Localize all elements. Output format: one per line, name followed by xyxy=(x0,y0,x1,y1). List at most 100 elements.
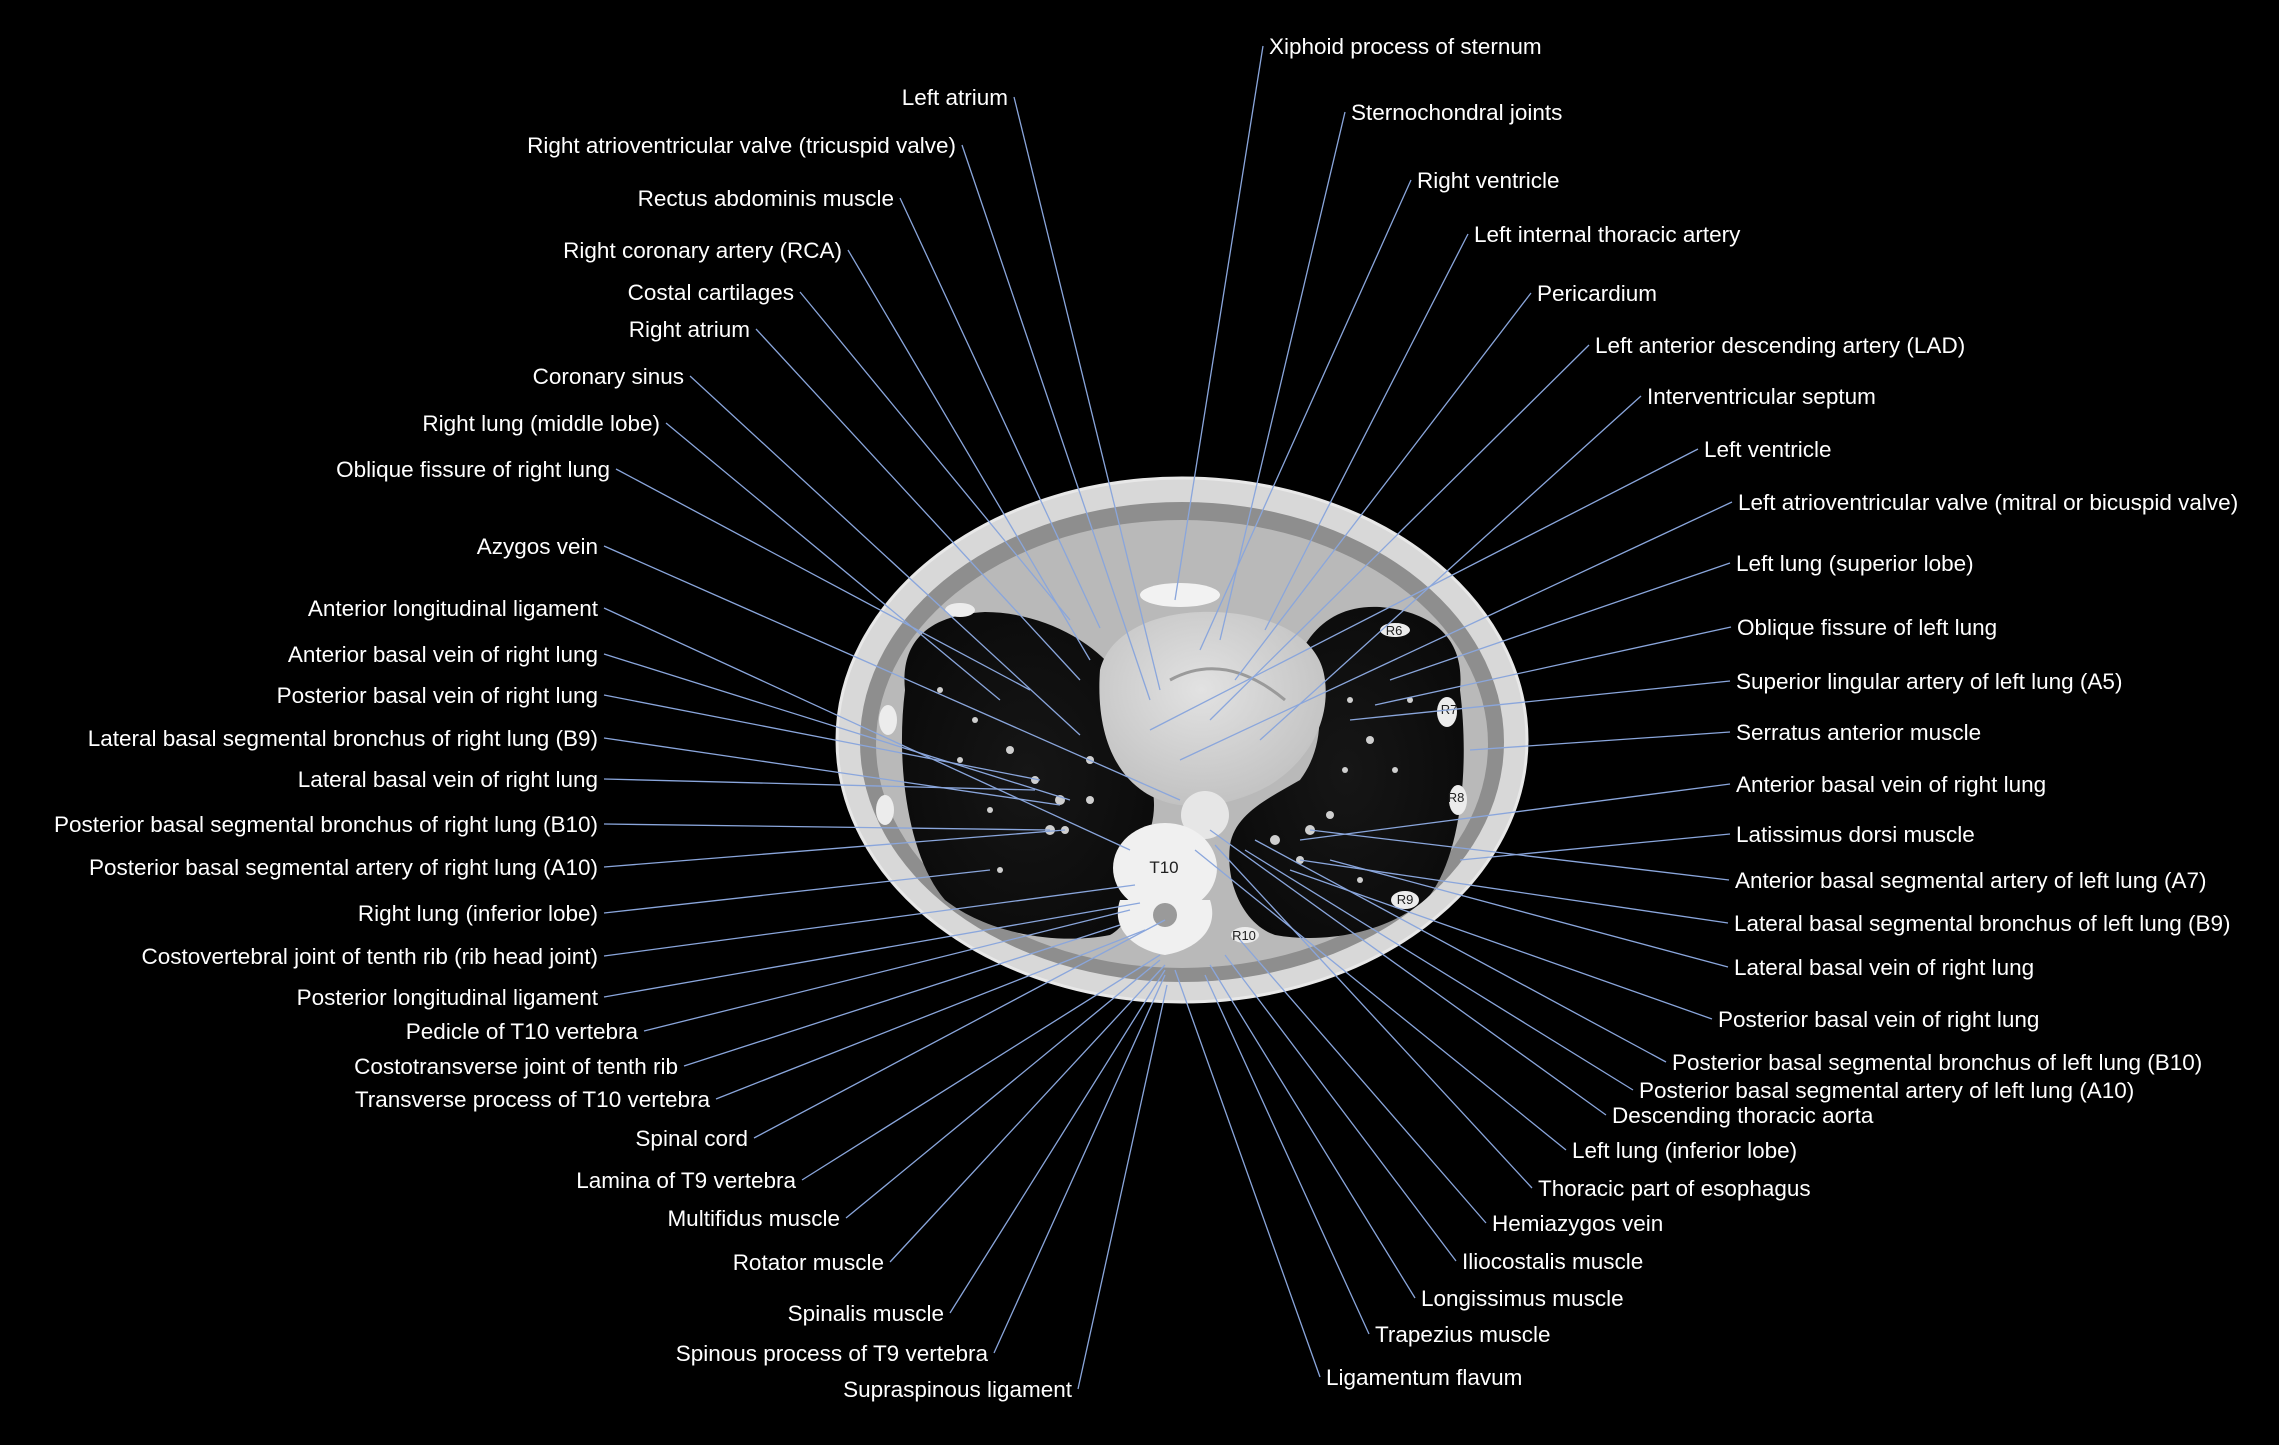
label-posterior-basal-segmental-artery-of-right-lung: Posterior basal segmental artery of righ… xyxy=(89,855,598,880)
leader-line-xiphoid-process-of-sternum xyxy=(1174,45,1264,601)
label-rotator-muscle: Rotator muscle xyxy=(733,1250,884,1275)
label-right-atrium: Right atrium xyxy=(629,317,750,342)
leader-line-anterior-longitudinal-ligament xyxy=(603,607,1131,851)
label-right-coronary-artery: Right coronary artery (RCA) xyxy=(563,238,842,263)
rib-right-a xyxy=(879,705,897,735)
label-azygos-vein: Azygos vein xyxy=(477,534,598,559)
leader-line-spinous-process-of-t9-vertebra xyxy=(993,974,1166,1354)
leader-line-left-lung xyxy=(1194,849,1567,1151)
vertebra-label: T10 xyxy=(1149,858,1178,877)
leader-line-spinal-cord xyxy=(753,919,1166,1139)
leader-line-multifidus-muscle xyxy=(845,959,1161,1219)
label-pedicle-of-t10-vertebra: Pedicle of T10 vertebra xyxy=(406,1019,639,1044)
leader-line-posterior-basal-segmental-artery-of-right-lung xyxy=(603,829,1066,868)
leader-line-left-anterior-descending-artery xyxy=(1209,344,1590,721)
leader-line-superior-lingular-artery-of-left-lung xyxy=(1349,680,1731,721)
lung-vessels xyxy=(937,687,1413,883)
leader-line-oblique-fissure-of-right-lung xyxy=(615,468,1031,691)
leader-line-anterior-basal-vein-of-right-lung xyxy=(603,653,1071,801)
leader-line-trapezius-muscle xyxy=(1204,974,1370,1335)
leader-line-costal-cartilages xyxy=(799,291,1071,621)
leader-line-anterior-basal-vein-of-right-lung xyxy=(1299,783,1731,841)
sternum xyxy=(1140,583,1220,607)
label-posterior-basal-segmental-bronchus-of-right-lung: Posterior basal segmental bronchus of ri… xyxy=(54,812,598,837)
label-thoracic-part-of-esophagus: Thoracic part of esophagus xyxy=(1538,1176,1811,1201)
leader-line-ligamentum-flavum xyxy=(1174,969,1321,1378)
label-trapezius-muscle: Trapezius muscle xyxy=(1375,1322,1550,1347)
label-coronary-sinus: Coronary sinus xyxy=(533,364,684,389)
descending-aorta xyxy=(1181,791,1229,839)
label-oblique-fissure-of-left-lung: Oblique fissure of left lung xyxy=(1737,615,1997,640)
leader-line-azygos-vein xyxy=(603,545,1181,801)
label-left-atrioventricular-valve: Left atrioventricular valve (mitral or b… xyxy=(1738,490,2238,515)
label-interventricular-septum: Interventricular septum xyxy=(1647,384,1876,409)
vertebral-body xyxy=(1113,823,1217,913)
leader-line-oblique-fissure-of-left-lung xyxy=(1374,626,1732,706)
label-left-internal-thoracic-artery: Left internal thoracic artery xyxy=(1474,222,1741,247)
leader-line-posterior-basal-segmental-bronchus-of-left-lung xyxy=(1254,839,1667,1063)
leader-line-longissimus-muscle xyxy=(1209,964,1416,1299)
label-left-anterior-descending-artery: Left anterior descending artery (LAD) xyxy=(1595,333,1965,358)
leader-line-posterior-longitudinal-ligament xyxy=(603,902,1141,998)
leader-line-coronary-sinus xyxy=(689,375,1081,736)
rib-label-r6: R6 xyxy=(1386,623,1403,638)
leader-line-pedicle-of-t10-vertebra xyxy=(643,909,1131,1032)
leader-line-right-coronary-artery xyxy=(847,249,1091,661)
label-sternochondral-joints: Sternochondral joints xyxy=(1351,100,1562,125)
leader-line-right-lung xyxy=(665,422,1001,701)
label-lateral-basal-segmental-bronchus-of-right-lung: Lateral basal segmental bronchus of righ… xyxy=(88,726,598,751)
leader-line-lateral-basal-vein-of-right-lung xyxy=(1329,859,1729,968)
leader-line-posterior-basal-vein-of-right-lung xyxy=(603,694,1041,781)
label-multifidus-muscle: Multifidus muscle xyxy=(667,1206,840,1231)
leader-line-serratus-anterior-muscle xyxy=(1469,731,1731,751)
label-spinal-cord: Spinal cord xyxy=(635,1126,748,1151)
leader-line-descending-thoracic-aorta xyxy=(1209,829,1607,1116)
rib-label-r9: R9 xyxy=(1397,892,1414,907)
label-latissimus-dorsi-muscle: Latissimus dorsi muscle xyxy=(1736,822,1975,847)
right-lung-field xyxy=(901,612,1155,939)
label-serratus-anterior-muscle: Serratus anterior muscle xyxy=(1736,720,1981,745)
label-descending-thoracic-aorta: Descending thoracic aorta xyxy=(1612,1103,1874,1128)
label-left-atrium: Left atrium xyxy=(902,85,1008,110)
rib-label-r10: R10 xyxy=(1232,928,1256,943)
label-xiphoid-process-of-sternum: Xiphoid process of sternum xyxy=(1269,34,1542,59)
leader-line-lateral-basal-vein-of-right-lung xyxy=(603,778,1036,791)
leader-line-transverse-process-of-t10-vertebra xyxy=(715,929,1146,1100)
label-right-ventricle: Right ventricle xyxy=(1417,168,1560,193)
leader-line-lamina-of-t9-vertebra xyxy=(801,954,1161,1181)
leader-line-pericardium xyxy=(1234,292,1532,681)
label-spinous-process-of-t9-vertebra: Spinous process of T9 vertebra xyxy=(676,1341,989,1366)
leader-line-left-ventricle xyxy=(1149,448,1699,731)
rib-right-c xyxy=(945,603,975,617)
rib-left-r10 xyxy=(1231,927,1259,943)
leader-line-posterior-basal-segmental-artery-of-left-lung xyxy=(1244,849,1634,1091)
label-lateral-basal-segmental-bronchus-of-left-lung: Lateral basal segmental bronchus of left… xyxy=(1734,911,2231,936)
leader-line-posterior-basal-vein-of-right-lung xyxy=(1289,869,1713,1020)
leader-line-left-atrioventricular-valve xyxy=(1179,501,1733,761)
interventricular-septum xyxy=(1169,667,1286,702)
leader-line-right-ventricle xyxy=(1199,179,1412,651)
label-left-lung: Left lung (superior lobe) xyxy=(1736,551,1974,576)
label-supraspinous-ligament: Supraspinous ligament xyxy=(843,1377,1073,1402)
leader-line-rotator-muscle xyxy=(889,964,1166,1263)
label-posterior-basal-segmental-bronchus-of-left-lung: Posterior basal segmental bronchus of le… xyxy=(1672,1050,2202,1075)
label-left-lung: Left lung (inferior lobe) xyxy=(1572,1138,1797,1163)
leader-line-left-lung xyxy=(1389,562,1731,681)
label-costotransverse-joint-of-tenth-rib: Costotransverse joint of tenth rib xyxy=(354,1054,678,1079)
label-hemiazygos-vein: Hemiazygos vein xyxy=(1492,1211,1663,1236)
leader-line-interventricular-septum xyxy=(1259,395,1642,741)
label-anterior-longitudinal-ligament: Anterior longitudinal ligament xyxy=(308,596,599,621)
leader-line-hemiazygos-vein xyxy=(1239,939,1487,1224)
label-spinalis-muscle: Spinalis muscle xyxy=(788,1301,944,1326)
label-lamina-of-t9-vertebra: Lamina of T9 vertebra xyxy=(576,1168,796,1193)
leader-line-rectus-abdominis-muscle xyxy=(899,197,1101,629)
label-right-atrioventricular-valve: Right atrioventricular valve (tricuspid … xyxy=(527,133,956,158)
leader-line-right-atrioventricular-valve xyxy=(961,144,1151,701)
leader-line-costotransverse-joint-of-tenth-rib xyxy=(683,924,1121,1067)
leader-line-right-lung xyxy=(603,869,991,914)
label-costal-cartilages: Costal cartilages xyxy=(628,280,794,305)
label-lateral-basal-vein-of-right-lung: Lateral basal vein of right lung xyxy=(298,767,598,792)
heart xyxy=(1099,611,1326,806)
rib-left-r7 xyxy=(1437,697,1457,727)
